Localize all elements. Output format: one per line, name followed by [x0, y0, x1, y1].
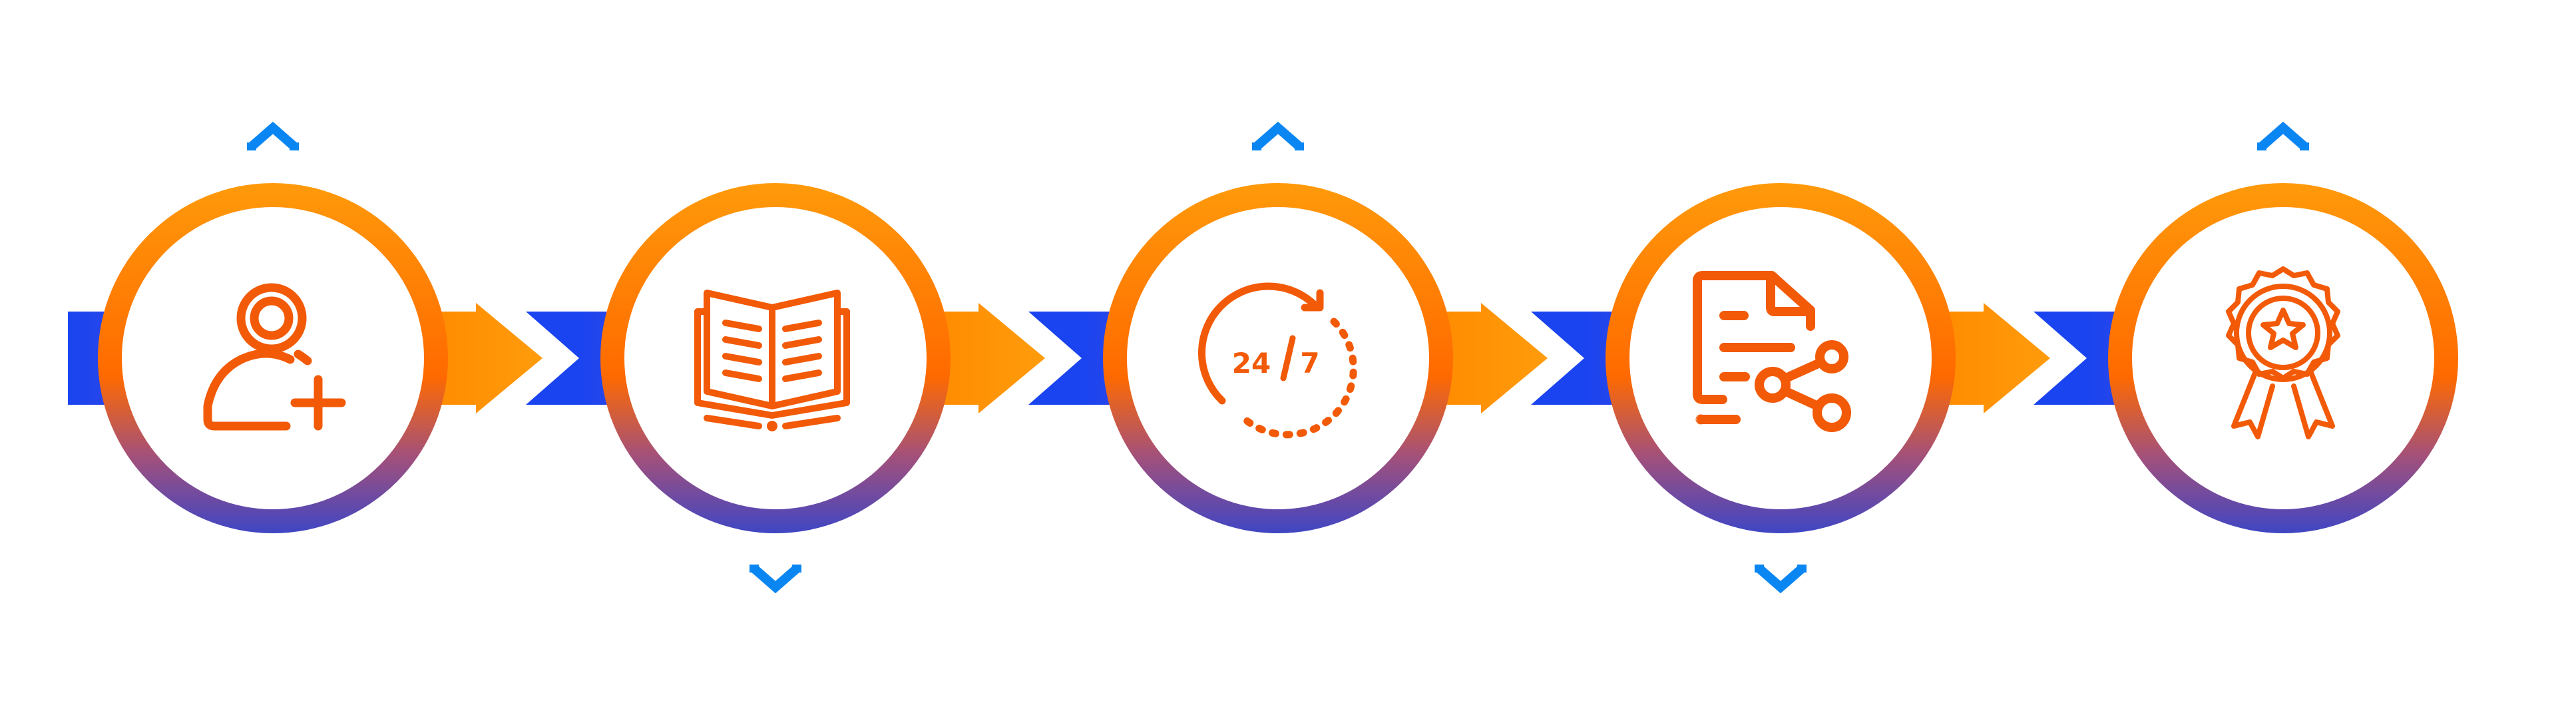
support-24-text: 24: [1232, 347, 1271, 379]
blue-chevron-2: [1028, 312, 1128, 405]
chevron-up-icon: [2257, 121, 2309, 150]
chevron-up-icon: [1252, 121, 1304, 150]
blue-chevron-3: [1531, 312, 1631, 405]
chevron-up-icon: [247, 121, 299, 150]
blue-chevron-4: [2034, 312, 2133, 405]
open-book-icon: [694, 290, 850, 431]
orange-arrow-3: [1431, 303, 1548, 413]
orange-arrow-1: [426, 303, 542, 413]
support-24-7-icon: 24 7: [1197, 282, 1357, 439]
orange-arrow-4: [1934, 303, 2050, 413]
step-circle-4: [1606, 183, 1956, 533]
step-circle-5: [2108, 183, 2458, 533]
add-user-icon: [203, 283, 346, 431]
step-circle-3: [1103, 183, 1453, 533]
chevron-down-icon: [1755, 565, 1807, 594]
connector-track: [68, 303, 2133, 413]
orange-arrow-2: [929, 303, 1045, 413]
support-7-text: 7: [1300, 347, 1319, 379]
document-share-icon: [1693, 271, 1851, 432]
blue-chevron-1: [526, 312, 626, 405]
chevron-down-icon: [750, 565, 801, 594]
award-badge-icon: [2226, 266, 2340, 439]
